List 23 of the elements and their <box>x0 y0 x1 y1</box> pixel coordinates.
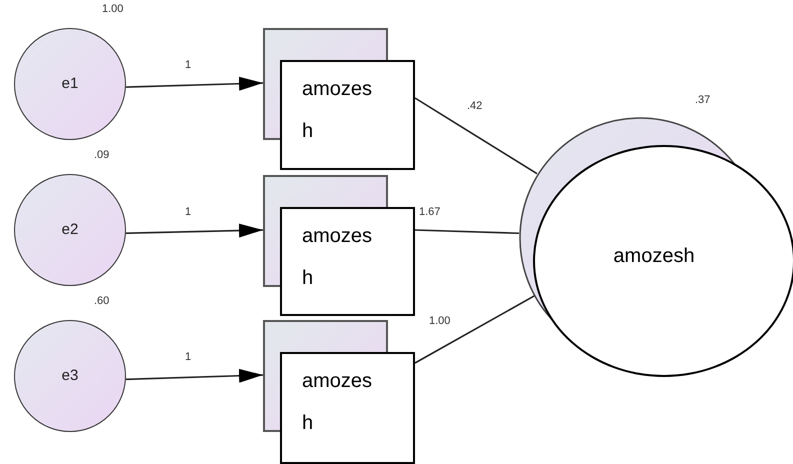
path-line <box>414 295 535 364</box>
node-label: e1 <box>62 74 78 94</box>
edge-label: 1.00 <box>428 316 452 327</box>
variance-label: .37 <box>695 95 710 106</box>
node-label: amozesh <box>613 244 695 269</box>
edge-label: 1 <box>184 207 192 218</box>
variance-label: .09 <box>94 150 110 161</box>
node-label: amozes h <box>302 224 374 291</box>
arrow <box>126 368 264 383</box>
edge-label: 1 <box>184 60 192 71</box>
variance-label: 1.00 <box>102 4 124 15</box>
node-label: e3 <box>62 366 78 386</box>
edge-label: 1.67 <box>418 207 442 218</box>
node-label: amozes h <box>302 369 374 436</box>
arrow <box>126 76 264 91</box>
node-label: e2 <box>62 220 78 240</box>
edge-label: 1 <box>184 352 192 363</box>
path-line <box>414 97 538 174</box>
edge-label: .42 <box>466 101 484 112</box>
node-label: amozes h <box>302 77 374 144</box>
variance-label: .60 <box>94 296 110 307</box>
path-line <box>414 229 520 234</box>
arrow <box>126 224 264 238</box>
